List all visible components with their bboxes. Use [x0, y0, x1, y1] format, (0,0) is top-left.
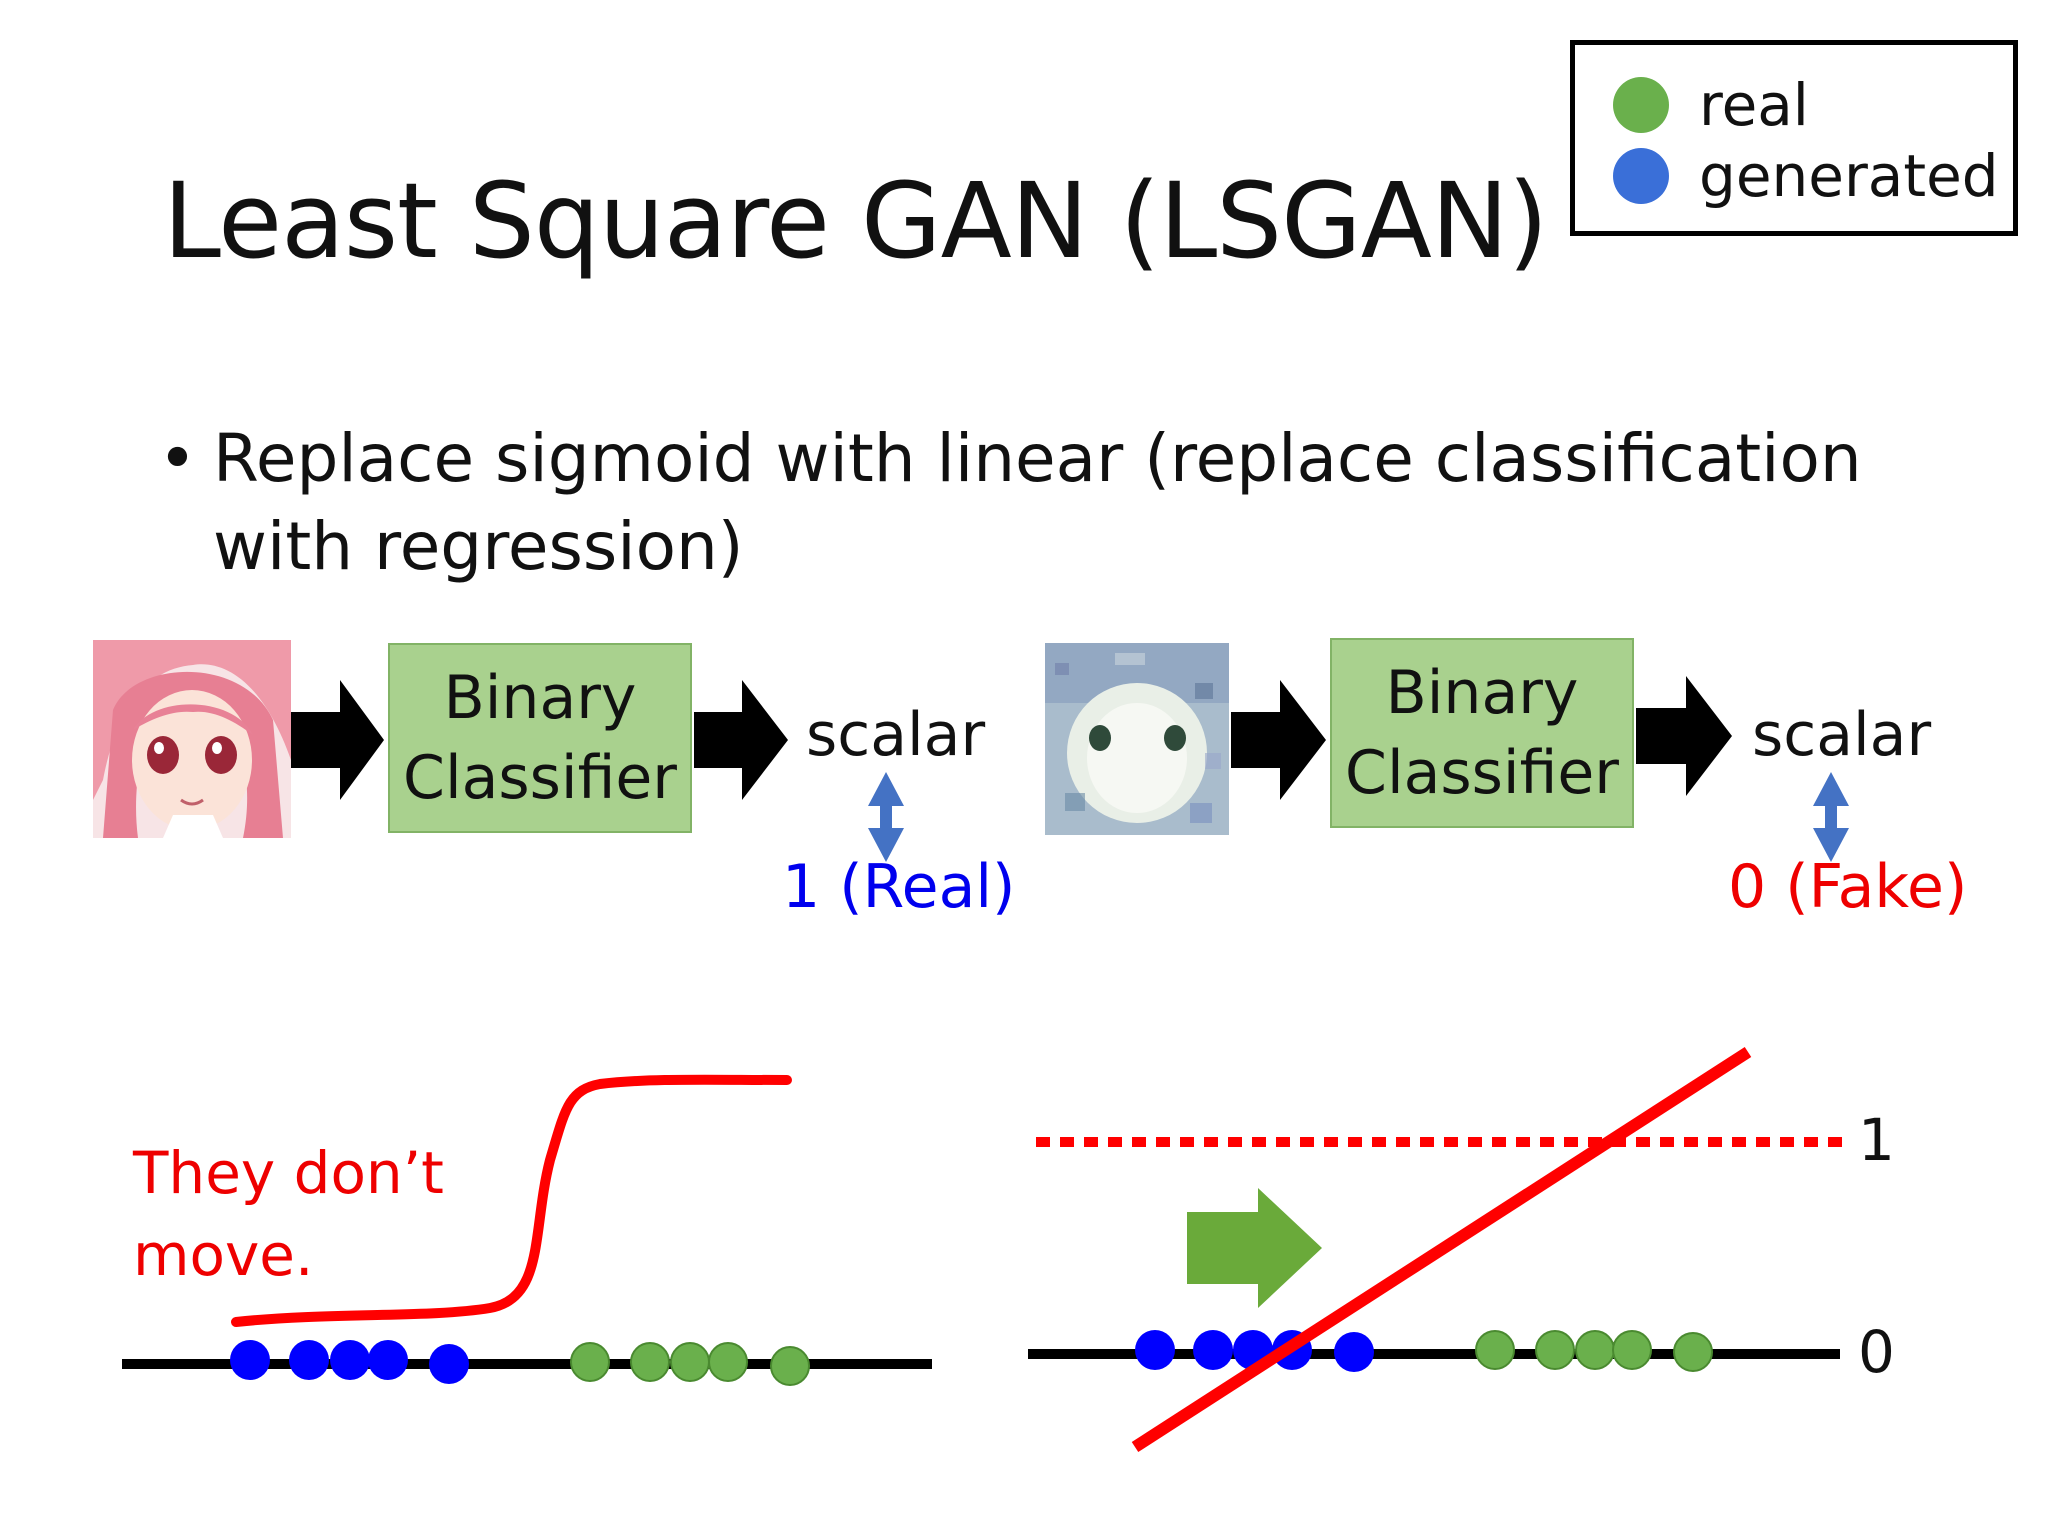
real-point: [630, 1342, 670, 1382]
left-real-points: [570, 1342, 810, 1386]
classifier-label-line-1: Binary: [1385, 658, 1579, 728]
real-point: [708, 1342, 748, 1382]
right-real-points: [1475, 1330, 1713, 1372]
classifier-label-line-1: Binary: [443, 663, 637, 733]
legend: real generated: [1570, 40, 2018, 236]
generated-point: [330, 1340, 370, 1380]
tick-label-1: 1: [1858, 1106, 1895, 1174]
legend-dot-real: [1613, 77, 1669, 133]
classifier-label-line-2: Classifier: [403, 743, 677, 813]
generated-point: [1334, 1332, 1374, 1372]
bullet-dot-icon: •: [158, 420, 197, 497]
tick-label-0: 0: [1858, 1318, 1895, 1386]
real-point: [1475, 1330, 1515, 1370]
binary-classifier-left: Binary Classifier: [388, 643, 692, 833]
real-point: [770, 1346, 810, 1386]
bullet-text-line-1: Replace sigmoid with linear (replace cla…: [213, 420, 1862, 497]
binary-classifier-right: Binary Classifier: [1330, 638, 1634, 828]
classifier-label-line-2: Classifier: [1345, 738, 1619, 808]
arrow-right-icon: [1231, 680, 1326, 800]
double-arrow-icon-left: [868, 772, 904, 862]
generated-point: [1135, 1330, 1175, 1370]
generated-point: [1272, 1330, 1312, 1370]
double-arrow-icon-right: [1813, 772, 1849, 862]
scalar-output-left: scalar: [806, 700, 986, 770]
arrow-right-icon: [694, 680, 788, 800]
real-point: [1535, 1330, 1575, 1370]
linear-output-line: [1131, 1046, 1752, 1453]
target-real-label: 1 (Real): [782, 852, 1016, 922]
note-line-1: They don’t: [133, 1139, 444, 1207]
legend-label: generated: [1699, 142, 1999, 210]
left-generated-points: [230, 1340, 469, 1384]
legend-item-generated: generated: [1613, 142, 1999, 210]
scalar-output-right: scalar: [1752, 700, 1932, 770]
generated-point: [1193, 1330, 1233, 1370]
generated-point: [230, 1340, 270, 1380]
they-dont-move-note: They don’t move.: [133, 1132, 444, 1296]
generated-point: [429, 1344, 469, 1384]
real-image: [93, 640, 291, 838]
bullet-point: • Replace sigmoid with linear (replace c…: [158, 415, 1883, 591]
target-fake-label: 0 (Fake): [1728, 852, 1968, 922]
move-right-arrow-icon: [1187, 1188, 1322, 1308]
legend-item-real: real: [1613, 71, 1809, 139]
generated-image: [1045, 643, 1229, 835]
note-line-2: move.: [133, 1221, 314, 1289]
real-point: [1575, 1330, 1615, 1370]
arrow-right-icon: [1636, 676, 1732, 796]
real-point: [1612, 1330, 1652, 1370]
bullet-text-line-2: with regression): [213, 508, 744, 585]
real-point: [1673, 1332, 1713, 1372]
generated-point: [289, 1340, 329, 1380]
slide-title: Least Square GAN (LSGAN): [163, 160, 1548, 282]
real-point: [670, 1342, 710, 1382]
generated-point: [368, 1340, 408, 1380]
arrow-right-icon: [291, 680, 384, 800]
legend-label: real: [1699, 71, 1809, 139]
legend-dot-generated: [1613, 148, 1669, 204]
right-generated-points: [1135, 1330, 1374, 1372]
real-point: [570, 1342, 610, 1382]
generated-point: [1233, 1330, 1273, 1370]
